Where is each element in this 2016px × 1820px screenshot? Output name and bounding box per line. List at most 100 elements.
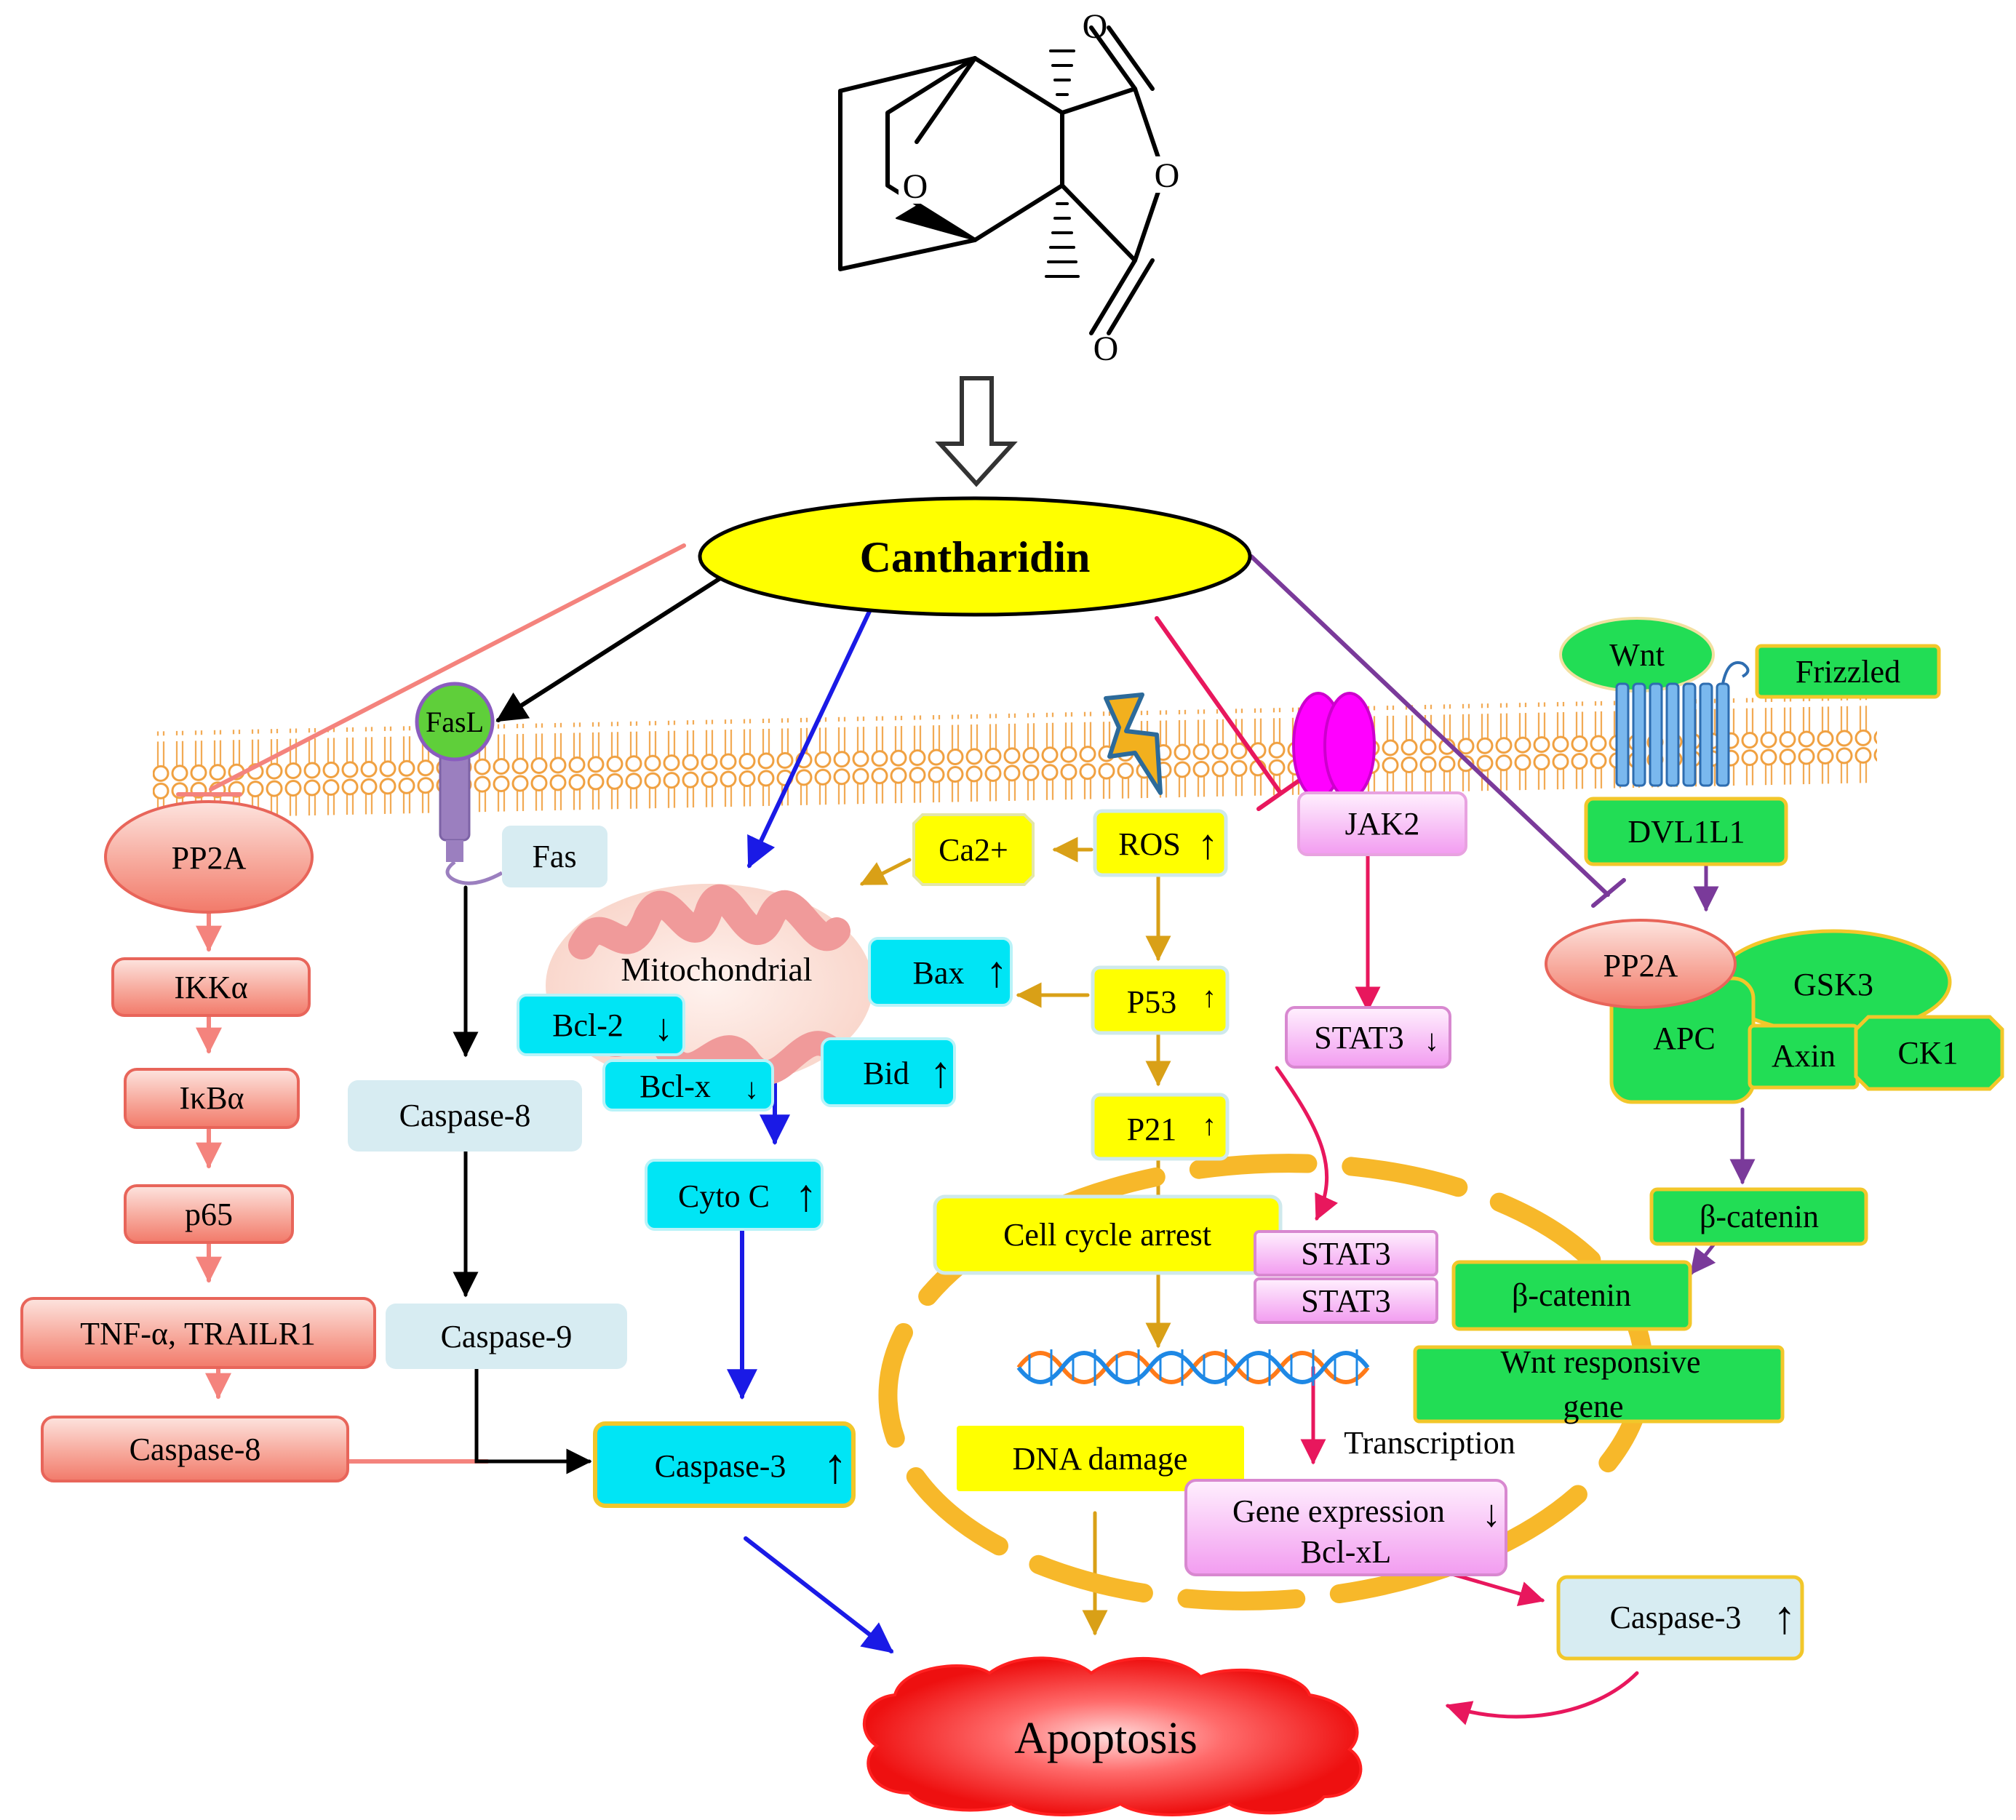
wnt-responsive-gene-line2: gene — [1563, 1389, 1623, 1424]
apoptosis-label: Apoptosis — [1014, 1714, 1197, 1763]
molecule-atom-labels: . O O O O — [899, 7, 1183, 368]
beta-catenin-cyto-label: β-catenin — [1700, 1199, 1819, 1234]
caspase3-main-up-arrow: ↑ — [823, 1438, 848, 1493]
fas-label: Fas — [532, 839, 576, 874]
ros-node — [1093, 809, 1228, 877]
cell-cycle-arrest-label: Cell cycle arrest — [1003, 1217, 1211, 1253]
wnt-pathway: Wnt Frizzled DVL1L1 GSK3 APC Axin CK1 PP… — [1413, 617, 2004, 1424]
p21-node — [1091, 1093, 1230, 1161]
transcription-label: Transcription — [1344, 1425, 1515, 1461]
cantharidin-node — [698, 496, 1252, 617]
bid-up-arrow: ↑ — [930, 1048, 952, 1096]
beta-catenin-nuclear-label: β-catenin — [1512, 1277, 1631, 1313]
beta-catenin-nuclear-node — [1451, 1260, 1692, 1331]
ca-label: Ca2+ — [939, 832, 1008, 868]
stat3-cyto-down-arrow: ↓ — [1425, 1024, 1440, 1058]
bid-label: Bid — [863, 1055, 909, 1091]
gene-expression-node — [1184, 1479, 1507, 1576]
cell-membrane — [153, 695, 1877, 819]
apc-label: APC — [1653, 1021, 1716, 1056]
bid-node — [821, 1037, 956, 1107]
lightning-icon — [1104, 693, 1163, 795]
caspase3-main-label: Caspase-3 — [655, 1448, 786, 1484]
fas-receptor-stalk — [439, 751, 471, 842]
fas-pathway: FasL Fas Caspase-8 Caspase-9 — [348, 682, 627, 1369]
fas-node — [502, 826, 607, 887]
bclx-down-arrow: ↓ — [744, 1072, 759, 1105]
dna-helix — [1016, 1349, 1370, 1386]
jak2-label: JAK2 — [1345, 806, 1420, 842]
fasl-label: FasL — [426, 706, 484, 738]
p53-up-arrow: ↑ — [1202, 981, 1216, 1013]
apoptosis-node: Apoptosis — [862, 1656, 1363, 1816]
pp2a-right-node — [1545, 919, 1737, 1009]
caspase3-right-up-arrow: ↑ — [1773, 1592, 1796, 1643]
frizzled-node — [1755, 644, 1941, 699]
frizzled-label: Frizzled — [1796, 654, 1900, 690]
ikba-node — [124, 1068, 300, 1129]
stat3-dimer-top-label: STAT3 — [1301, 1236, 1391, 1272]
bclx-label: Bcl-x — [640, 1069, 711, 1104]
p53-label: P53 — [1127, 984, 1176, 1020]
bax-label: Bax — [913, 955, 965, 991]
cytoc-up-arrow: ↑ — [795, 1171, 818, 1221]
mitochondrial-pathway: Bcl-2 ↓ Bcl-x ↓ Bax ↑ Bid ↑ Cyto C ↑ Cas… — [517, 937, 1013, 1508]
stat3-dimer-bottom-label: STAT3 — [1301, 1283, 1391, 1319]
stat3-cyto-node — [1285, 1006, 1451, 1069]
bclxl-label: Bcl-xL — [1301, 1534, 1392, 1570]
caspase9-label: Caspase-9 — [441, 1319, 573, 1354]
p21-up-arrow: ↑ — [1202, 1109, 1216, 1141]
ca-node — [912, 813, 1035, 886]
bax-node — [868, 937, 1013, 1007]
gene-expression-label: Gene expression — [1232, 1493, 1445, 1529]
caspase3-main-node — [593, 1421, 856, 1508]
stat3-cyto-label: STAT3 — [1314, 1020, 1404, 1055]
bcl2-node — [517, 994, 685, 1056]
jak2-node — [1297, 791, 1467, 856]
cytoc-label: Cyto C — [678, 1178, 770, 1214]
wnt-label: Wnt — [1609, 637, 1665, 673]
p21-label: P21 — [1127, 1111, 1176, 1147]
ikka-node — [111, 957, 311, 1017]
jak2-receptor-right — [1323, 692, 1376, 799]
caspase3-right-node — [1556, 1575, 1804, 1661]
mitochondrial-label: Mitochondrial — [621, 951, 812, 988]
dna-damage-node — [957, 1426, 1244, 1491]
wnt-responsive-gene-node — [1413, 1345, 1785, 1424]
bclx-node — [602, 1059, 774, 1111]
p65-label: p65 — [185, 1197, 233, 1232]
dna-damage-label: DNA damage — [1013, 1441, 1188, 1477]
ros-pathway: Ca2+ ROS ↑ P53 ↑ P21 ↑ Cell cycle arrest… — [912, 693, 1283, 1491]
cantharidin-structure — [838, 25, 1166, 335]
dvl-node — [1584, 797, 1788, 866]
ros-up-arrow: ↑ — [1198, 821, 1219, 868]
tnf-trailr1-label: TNF-α, TRAILR1 — [80, 1316, 316, 1352]
stat3-dimer-bottom — [1254, 1277, 1438, 1324]
ck1-node — [1854, 1015, 2004, 1091]
dvl-label: DVL1L1 — [1627, 814, 1745, 850]
gene-expression-down-arrow: ↓ — [1482, 1493, 1501, 1535]
tnf-trailr1-node — [20, 1297, 376, 1369]
axin-label: Axin — [1772, 1038, 1836, 1074]
pathway-arrows — [176, 543, 1756, 1725]
hollow-down-arrow — [935, 376, 1018, 487]
cantharidin-label: Cantharidin — [860, 533, 1091, 581]
bcl2-label: Bcl-2 — [552, 1007, 623, 1043]
wnt-responsive-gene-line1: Wnt responsive — [1501, 1344, 1701, 1380]
carbonyl-oxygen-bottom: O — [1093, 330, 1119, 368]
bridge-oxygen: O — [903, 167, 928, 206]
gsk3-label: GSK3 — [1793, 967, 1873, 1002]
bcl2-down-arrow: ↓ — [654, 1007, 673, 1049]
ck1-label: CK1 — [1897, 1035, 1958, 1071]
pp2a-left-node — [104, 800, 314, 914]
caspase8-fas-node — [348, 1080, 582, 1152]
pp2a-right-label: PP2A — [1603, 948, 1678, 983]
bax-up-arrow: ↑ — [986, 948, 1008, 996]
p65-node — [124, 1184, 294, 1244]
pp2a-nfkb-pathway: PP2A IKKα IκBα p65 TNF-α, TRAILR1 Caspas… — [20, 800, 376, 1482]
stat3-dimer-top — [1254, 1230, 1438, 1277]
beta-catenin-cyto-node — [1649, 1187, 1868, 1246]
ikka-label: IKKα — [174, 970, 247, 1005]
ikba-label: IκBα — [179, 1080, 244, 1116]
